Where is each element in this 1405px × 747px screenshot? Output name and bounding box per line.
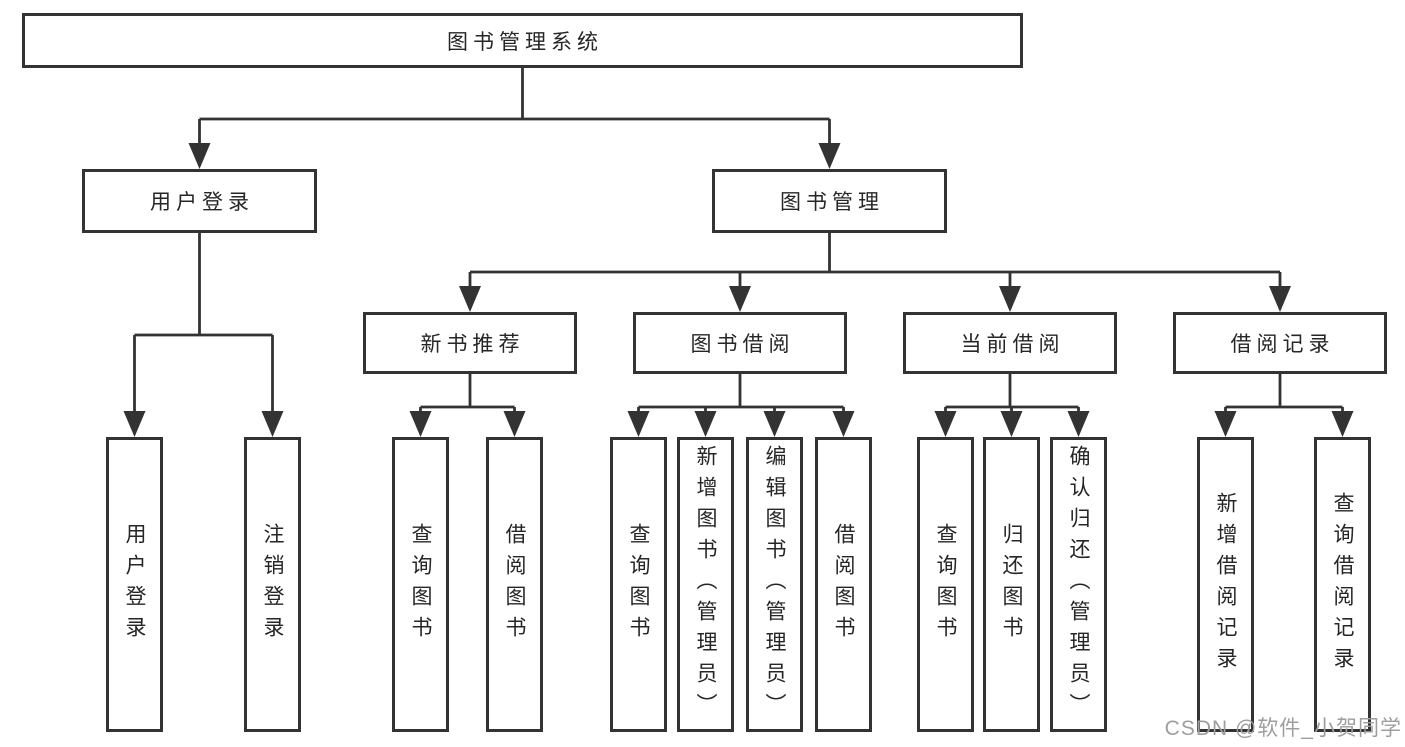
- leaf-nbr-borrow-books: 借阅图书: [486, 437, 543, 732]
- node-new-book-recommend-label: 新书推荐: [420, 333, 525, 356]
- arrowhead: [1269, 286, 1291, 312]
- leaf-br-query-record: 查询借阅记录: [1314, 437, 1371, 732]
- connector-book-mgmt-children: [459, 233, 1291, 312]
- leaf-nbr-query-books: 查询图书: [392, 437, 449, 732]
- node-book-management-label: 图书管理: [780, 191, 884, 214]
- leaf-cb-return-books: 归还图书: [983, 437, 1040, 732]
- leaf-br-query-record-label: 查询借阅记录: [1331, 491, 1354, 678]
- arrowhead: [1331, 411, 1354, 437]
- arrowhead: [459, 286, 481, 312]
- arrowhead: [123, 411, 146, 437]
- node-borrowing-records: 借阅记录: [1173, 312, 1387, 374]
- node-user-login: 用户登录: [82, 169, 317, 233]
- watermark-text: CSDN @软件_小贺同学: [1164, 717, 1402, 740]
- arrowhead: [999, 286, 1021, 312]
- leaf-bb-borrow-books-label: 借阅图书: [832, 522, 855, 647]
- leaf-bb-add-books-admin: 新增图书（管理员）: [677, 437, 734, 732]
- arrowhead: [503, 411, 526, 437]
- leaf-bb-borrow-books: 借阅图书: [815, 437, 872, 732]
- node-root: 图书管理系统: [22, 13, 1023, 68]
- node-root-label: 图书管理系统: [447, 30, 603, 54]
- node-current-borrowing: 当前借阅: [903, 312, 1117, 374]
- arrowhead: [261, 411, 284, 437]
- leaf-br-add-record: 新增借阅记录: [1197, 437, 1254, 732]
- node-borrowing-records-label: 借阅记录: [1230, 333, 1335, 356]
- arrowhead: [832, 411, 855, 437]
- leaf-bb-edit-books-admin: 编辑图书（管理员）: [746, 437, 803, 732]
- node-user-login-label: 用户登录: [150, 191, 254, 214]
- connector-book-borrow-children: [627, 374, 855, 437]
- leaf-nbr-borrow-books-label: 借阅图书: [503, 522, 526, 647]
- arrowhead: [409, 411, 432, 437]
- leaf-user-login: 用户登录: [106, 437, 163, 732]
- leaf-user-login-label: 用户登录: [123, 522, 146, 647]
- leaf-bb-add-books-admin-label: 新增图书（管理员）: [694, 445, 717, 724]
- connector-borrow-records-children: [1214, 374, 1354, 437]
- arrowhead: [627, 411, 650, 437]
- arrowhead: [694, 411, 717, 437]
- node-current-borrowing-label: 当前借阅: [960, 333, 1065, 356]
- leaf-bb-edit-books-admin-label: 编辑图书（管理员）: [763, 445, 786, 724]
- arrowhead: [934, 411, 957, 437]
- leaf-br-add-record-label: 新增借阅记录: [1214, 491, 1237, 678]
- connector-root-to-level2: [188, 68, 841, 169]
- arrowhead: [729, 286, 751, 312]
- leaf-logout: 注销登录: [244, 437, 301, 732]
- leaf-nbr-query-books-label: 查询图书: [409, 522, 432, 647]
- node-book-borrowing-label: 图书借阅: [690, 333, 795, 356]
- leaf-cb-confirm-return-admin-label: 确认归还（管理员）: [1067, 445, 1090, 724]
- arrowhead: [1214, 411, 1237, 437]
- arrowhead: [818, 143, 841, 169]
- node-book-management: 图书管理: [712, 169, 947, 233]
- node-book-borrowing: 图书借阅: [633, 312, 847, 374]
- node-new-book-recommend: 新书推荐: [363, 312, 577, 374]
- arrowhead: [763, 411, 786, 437]
- connector-new-book-rec-children: [409, 374, 526, 437]
- connector-current-borrow-children: [934, 374, 1090, 437]
- arrowhead: [188, 143, 211, 169]
- leaf-cb-query-books-label: 查询图书: [934, 522, 957, 647]
- arrowhead: [1067, 411, 1090, 437]
- leaf-bb-query-books: 查询图书: [610, 437, 667, 732]
- leaf-cb-confirm-return-admin: 确认归还（管理员）: [1050, 437, 1107, 732]
- leaf-bb-query-books-label: 查询图书: [627, 522, 650, 647]
- connector-user-login-children: [123, 233, 284, 437]
- leaf-cb-query-books: 查询图书: [917, 437, 974, 732]
- leaf-logout-label: 注销登录: [261, 522, 284, 647]
- leaf-cb-return-books-label: 归还图书: [1000, 522, 1023, 647]
- arrowhead: [1000, 411, 1023, 437]
